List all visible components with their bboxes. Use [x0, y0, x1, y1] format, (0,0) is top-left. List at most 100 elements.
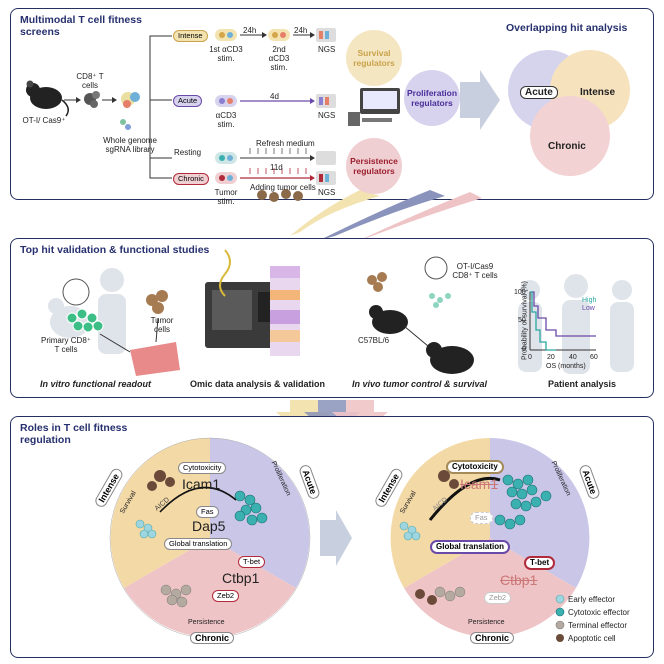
patient-silhouettes — [518, 274, 634, 374]
proliferation-regulators: Proliferation regulators — [404, 70, 460, 126]
primary-label: Primary CD8⁺ T cells — [40, 336, 91, 354]
panel2-title: Top hit validation & functional studies — [20, 244, 210, 256]
left-gene-dap5: Dap5 — [192, 518, 226, 534]
right-sub-persistence: Persistence — [468, 619, 505, 626]
right-pill-tbet: T-bet — [524, 556, 556, 570]
left-gene-ctbp1: Ctbp1 — [222, 570, 260, 586]
km-legend-low: Low — [582, 305, 595, 312]
chronic-time: 11d — [270, 163, 283, 172]
left-gene-icam1: Icam1 — [182, 476, 221, 492]
km-xlabel: OS (months) — [546, 363, 586, 370]
caption-patient: Patient analysis — [548, 379, 617, 389]
otI-cells — [429, 293, 451, 308]
right-gene-ctbp1: Ctbp1 — [500, 572, 538, 588]
magnify-icon-2 — [424, 256, 448, 280]
legend-terminal: Terminal effector — [568, 621, 627, 630]
km-xtick-0: 0 — [528, 354, 532, 361]
caption-in-vitro: In vitro functional readout — [40, 379, 152, 389]
km-xtick-60: 60 — [590, 354, 598, 361]
tag-chronic: Chronic — [173, 173, 209, 185]
left-pill-tbet: T-bet — [238, 556, 266, 568]
panel3-title: Roles in T cell fitness regulation — [20, 422, 128, 446]
mouse-label: OT-I/ Cas9⁺ — [22, 116, 66, 125]
left-cells-teal — [234, 490, 268, 526]
sequencer-icon — [205, 282, 275, 348]
refresh-arrows — [249, 148, 307, 154]
human-silhouette — [98, 268, 126, 354]
tumor-cells-p2 — [146, 290, 168, 314]
acute-time: 4d — [270, 92, 279, 101]
left-sector-chronic: Chronic — [190, 632, 235, 644]
heatmap-icon — [270, 266, 300, 356]
km-ytick-100: 100 — [514, 289, 526, 296]
chronic-note: Adding tumor cells — [250, 183, 316, 192]
left-pill-cytotoxicity: Cytotoxicity — [178, 462, 227, 474]
right-pill-zeb2: Zeb2 — [484, 592, 512, 604]
primary-t-cells — [66, 308, 104, 333]
venn-chronic: Chronic — [548, 141, 586, 152]
c57-label: C57BL/6 — [358, 336, 390, 345]
acute-stim: αCD3 stim. — [215, 111, 237, 129]
km-high-curve — [530, 291, 596, 337]
venn-acute: Acute — [520, 86, 558, 99]
right-apoptotic — [415, 470, 459, 605]
library-cells — [120, 92, 140, 130]
left-cells-early — [135, 519, 157, 539]
otI-label: OT-I/Cas9 CD8⁺ T cells — [452, 262, 498, 280]
overlap-title: Overlapping hit analysis — [506, 22, 628, 34]
right-gene-icam1: Icam1 — [460, 476, 499, 492]
magnify-icon — [62, 278, 90, 306]
right-cells-teal — [494, 474, 552, 530]
intense-ngs: NGS — [318, 45, 336, 54]
mouse-c57-1 — [369, 305, 408, 334]
caption-omic: Omic data analysis & validation — [190, 379, 326, 389]
resting-tag: Resting — [174, 148, 202, 157]
cd8-label: CD8⁺ T cells — [76, 72, 104, 90]
km-legend-high: High — [582, 297, 597, 304]
library-label: Whole genome sgRNA library — [103, 136, 157, 154]
intense-row — [215, 28, 336, 42]
legend-cytotoxic: Cytotoxic effector — [568, 608, 630, 617]
acute-ngs: NGS — [318, 111, 336, 120]
tag-intense: Intense — [173, 30, 208, 42]
intense-t2: 24h — [294, 26, 308, 35]
computer-icon — [348, 88, 400, 126]
left-pill-translation: Global translation — [164, 538, 233, 550]
chronic-stim: Tumor stim. — [214, 188, 238, 206]
resting-note: Refresh medium — [256, 139, 315, 148]
left-pie — [109, 437, 311, 639]
right-sector-chronic: Chronic — [470, 632, 515, 644]
right-pill-fas: Fas — [470, 512, 493, 524]
curved-arrow-gold — [290, 190, 380, 236]
tag-acute: Acute — [173, 95, 203, 107]
flask-icon — [130, 342, 180, 376]
mouse-c57-2 — [426, 342, 474, 374]
resting-row — [215, 151, 336, 165]
km-xtick-40: 40 — [569, 354, 577, 361]
tumor-cells-icon — [257, 189, 303, 202]
legend-icons — [555, 594, 565, 642]
mouse-icon — [26, 80, 69, 117]
persistence-regulators: Persistence regulators — [346, 138, 402, 194]
km-ytick-0: 0 — [522, 346, 526, 353]
right-terminal — [434, 586, 466, 602]
legend-apoptotic: Apoptotic cell — [568, 634, 616, 643]
intense-t1: 24h — [243, 26, 257, 35]
intense-stim2: 2nd αCD3 stim. — [268, 45, 290, 72]
km-xtick-20: 20 — [547, 354, 555, 361]
curved-arrow-pink — [360, 192, 482, 240]
intense-stim1: 1st αCD3 stim. — [209, 45, 243, 63]
left-pill-fas: Fas — [196, 506, 219, 518]
legend-early: Early effector — [568, 595, 615, 604]
right-pill-translation: Global translation — [430, 540, 511, 554]
venn-intense: Intense — [580, 87, 616, 98]
left-sub-persistence: Persistence — [188, 619, 225, 626]
cd8-cells — [84, 91, 100, 108]
transition-arrow — [320, 510, 352, 566]
km-low-curve — [530, 291, 556, 351]
curved-arrow-navy — [320, 190, 445, 240]
right-pill-cytotoxicity: Cytotoxicity — [446, 460, 504, 474]
